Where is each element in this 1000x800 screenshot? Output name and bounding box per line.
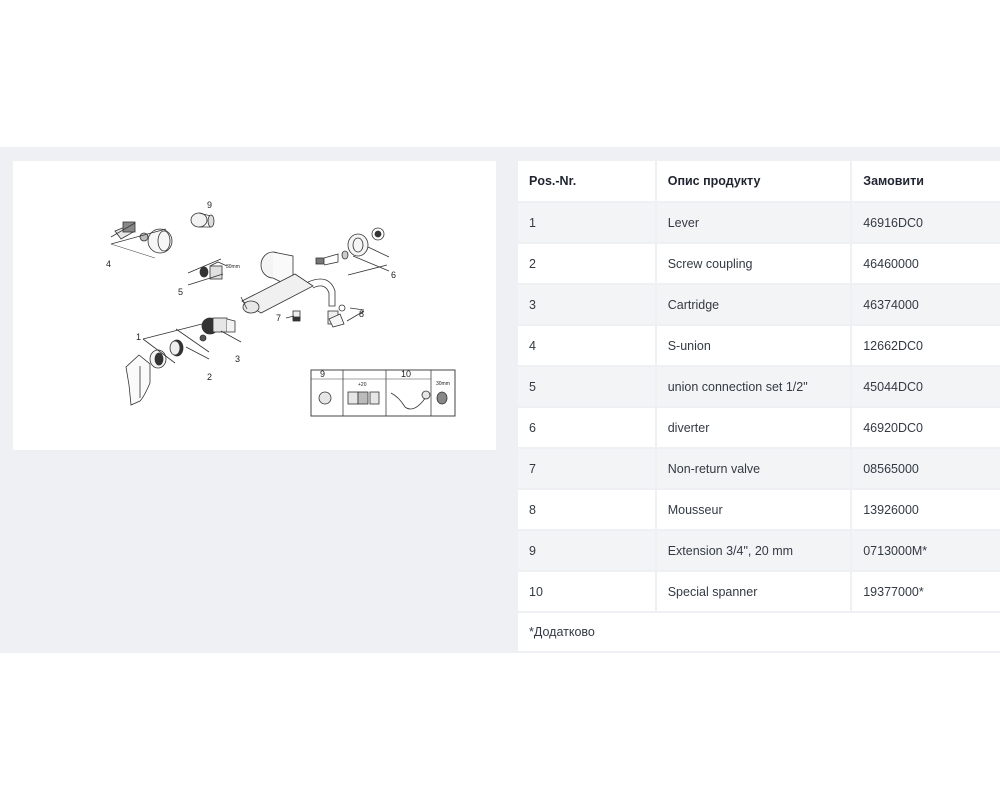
cell-order[interactable]: 46374000 <box>850 285 1000 326</box>
callout-3: 3 <box>235 354 240 364</box>
callout-8: 8 <box>359 309 364 319</box>
header-order: Замовити <box>850 161 1000 203</box>
parts-table: Pos.-Nr. Опис продукту Замовити 1 Lever … <box>518 161 1000 653</box>
cell-pos: 9 <box>518 531 655 572</box>
cell-description: S-union <box>654 326 851 367</box>
cell-pos: 3 <box>518 285 655 326</box>
callout-5: 5 <box>178 287 183 297</box>
cell-pos: 2 <box>518 244 655 285</box>
cell-order[interactable]: 45044DC0 <box>850 367 1000 408</box>
cell-description: Non-return valve <box>654 449 851 490</box>
inset-dim-30mm: 30mm <box>436 381 450 387</box>
footnote-row: *Додатково <box>518 613 1000 653</box>
table-row: 6 diverter 46920DC0 <box>518 408 1000 449</box>
cell-pos: 6 <box>518 408 655 449</box>
table-row: 4 S-union 12662DC0 <box>518 326 1000 367</box>
cell-pos: 5 <box>518 367 655 408</box>
inset-label-10: 10 <box>401 369 411 379</box>
part-non-return-valve <box>292 310 301 322</box>
cell-pos: 1 <box>518 203 655 244</box>
cell-pos: 7 <box>518 449 655 490</box>
cell-description: Screw coupling <box>654 244 851 285</box>
cell-order[interactable]: 46920DC0 <box>850 408 1000 449</box>
cell-order[interactable]: 12662DC0 <box>850 326 1000 367</box>
cell-order[interactable]: 19377000* <box>850 572 1000 613</box>
cell-pos: 4 <box>518 326 655 367</box>
socket-dimension: 30mm <box>226 264 240 270</box>
cell-order[interactable]: 46460000 <box>850 244 1000 285</box>
callout-4: 4 <box>106 259 111 269</box>
cell-pos: 8 <box>518 490 655 531</box>
table-row: 5 union connection set 1/2" 45044DC0 <box>518 367 1000 408</box>
cell-description: diverter <box>654 408 851 449</box>
cell-order[interactable]: 08565000 <box>850 449 1000 490</box>
table-row: 2 Screw coupling 46460000 <box>518 244 1000 285</box>
part-extension-top <box>190 212 215 228</box>
cell-order[interactable]: 13926000 <box>850 490 1000 531</box>
mixer-body <box>240 251 336 314</box>
header-description: Опис продукту <box>654 161 851 203</box>
part-union-connection <box>199 261 228 280</box>
cell-order[interactable]: 0713000M* <box>850 531 1000 572</box>
footnote: *Додатково <box>518 613 1000 653</box>
accessories-inset: 9 10 +20 30mm <box>310 369 456 417</box>
part-mousseur <box>327 304 346 328</box>
cell-description: Lever <box>654 203 851 244</box>
callout-9: 9 <box>207 200 212 210</box>
table-row: 3 Cartridge 46374000 <box>518 285 1000 326</box>
table-row: 7 Non-return valve 08565000 <box>518 449 1000 490</box>
table-row: 10 Special spanner 19377000* <box>518 572 1000 613</box>
inset-dim-plus20: +20 <box>358 382 367 388</box>
cell-description: Special spanner <box>654 572 851 613</box>
cell-description: Mousseur <box>654 490 851 531</box>
table-header-row: Pos.-Nr. Опис продукту Замовити <box>518 161 1000 203</box>
inset-label-9: 9 <box>320 369 325 379</box>
callout-6: 6 <box>391 270 396 280</box>
table-row: 1 Lever 46916DC0 <box>518 203 1000 244</box>
part-s-union <box>114 221 173 254</box>
cell-order[interactable]: 46916DC0 <box>850 203 1000 244</box>
table-row: 8 Mousseur 13926000 <box>518 490 1000 531</box>
part-screw-coupling-and-lever <box>125 339 184 406</box>
callout-1: 1 <box>136 332 141 342</box>
table-row: 9 Extension 3/4", 20 mm 0713000M* <box>518 531 1000 572</box>
part-cartridge <box>199 317 236 342</box>
cell-pos: 10 <box>518 572 655 613</box>
exploded-view-diagram: 9 4 5 6 7 8 1 3 2 30mm 9 10 +20 30mm <box>13 161 496 450</box>
part-diverter <box>315 227 385 266</box>
cell-description: Extension 3/4", 20 mm <box>654 531 851 572</box>
callout-2: 2 <box>207 372 212 382</box>
callout-7: 7 <box>276 313 281 323</box>
cell-description: Cartridge <box>654 285 851 326</box>
exploded-view-drawing: 9 4 5 6 7 8 1 3 2 30mm 9 10 +20 30mm <box>106 200 456 417</box>
header-pos: Pos.-Nr. <box>518 161 655 203</box>
cell-description: union connection set 1/2" <box>654 367 851 408</box>
